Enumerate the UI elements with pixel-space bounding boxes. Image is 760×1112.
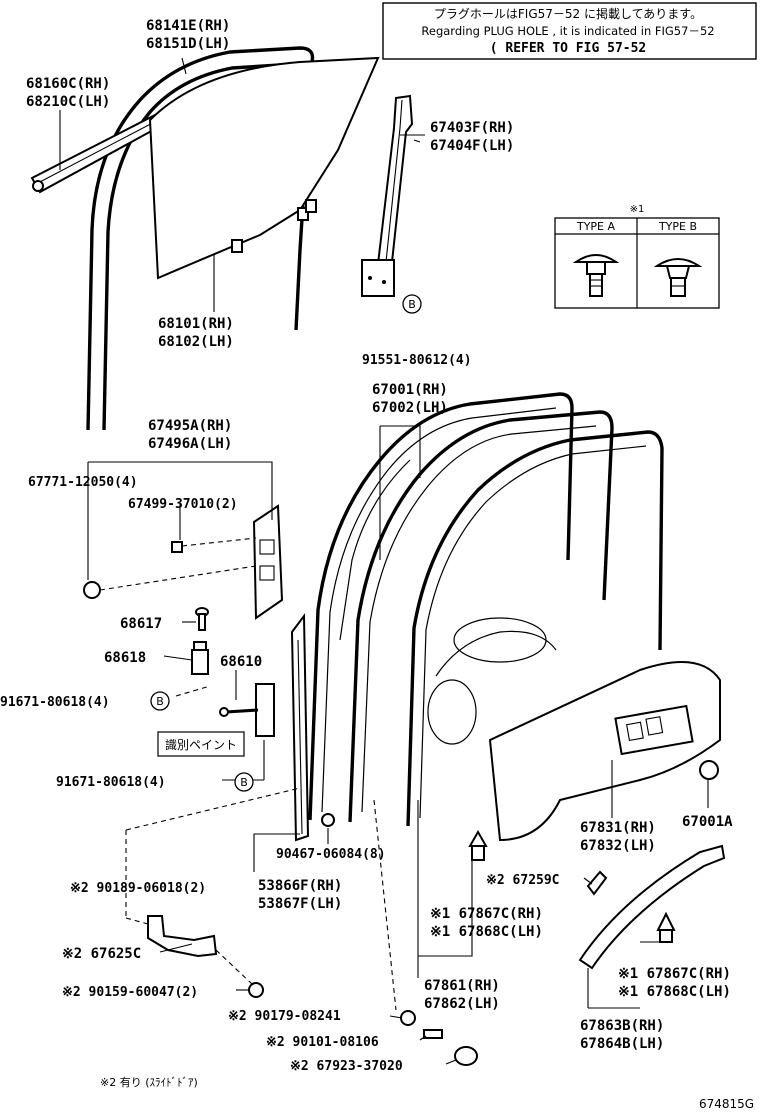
label-90101: ※2 90101-08106 xyxy=(266,1035,379,1050)
label-67259c: ※2 67259C xyxy=(486,873,560,888)
label-67404f: 67404F(LH) xyxy=(430,138,514,154)
label-67867c-upper: ※1 67867C(RH) xyxy=(430,906,543,922)
label-67496a: 67496A(LH) xyxy=(148,436,232,452)
label-53867f: 53867F(LH) xyxy=(258,896,342,912)
identification-paint-box: 識別ペイント xyxy=(157,731,245,757)
bolt-90101 xyxy=(423,1029,443,1039)
callout-b-2: B xyxy=(150,691,170,711)
cap-67923 xyxy=(454,1046,478,1066)
label-67864b: 67864B(LH) xyxy=(580,1036,664,1052)
notice-line-2: Regarding PLUG HOLE , it is indicated in… xyxy=(421,24,714,38)
label-68617: 68617 xyxy=(120,616,162,632)
callout-b-3: B xyxy=(234,772,254,792)
label-91671-lower: 91671-80618(4) xyxy=(56,775,166,790)
label-67495a: 67495A(RH) xyxy=(148,418,232,434)
type-b-label: TYPE B xyxy=(658,220,697,233)
label-67002: 67002(LH) xyxy=(372,400,448,416)
label-68160c: 68160C(RH) xyxy=(26,76,110,92)
clip-90467 xyxy=(321,813,335,827)
label-91551: 91551-80612(4) xyxy=(362,353,472,368)
label-90179: ※2 90179-08241 xyxy=(228,1009,341,1024)
nut-90179 xyxy=(400,1010,416,1026)
label-67923: ※2 67923-37020 xyxy=(290,1059,403,1074)
door-glass xyxy=(148,56,380,280)
label-53866f: 53866F(RH) xyxy=(258,878,342,894)
leader-lines xyxy=(59,57,709,1065)
label-68210c: 68210C(LH) xyxy=(26,94,110,110)
clip-67867c-lower xyxy=(656,911,676,943)
label-68101: 68101(RH) xyxy=(158,316,234,332)
label-90467: 90467-06084(8) xyxy=(276,847,386,862)
callout-b-2-text: B xyxy=(156,695,164,708)
label-67625c: ※2 67625C xyxy=(62,946,141,962)
label-67831: 67831(RH) xyxy=(580,820,656,836)
identification-paint-label: 識別ペイント xyxy=(165,738,237,752)
label-67499: 67499-37010(2) xyxy=(128,497,238,512)
label-67001a: 67001A xyxy=(682,814,733,830)
footnote: ※2 有り (ｽﾗｲﾄﾞﾄﾞｱ) xyxy=(100,1075,198,1089)
label-68141e: 68141E(RH) xyxy=(146,18,230,34)
door-panel-rh xyxy=(308,392,574,821)
hinge-bolt xyxy=(195,607,209,631)
label-67771: 67771-12050(4) xyxy=(28,475,138,490)
label-68610: 68610 xyxy=(220,654,262,670)
label-67403f: 67403F(RH) xyxy=(430,120,514,136)
label-68151d: 68151D(LH) xyxy=(146,36,230,52)
type-table-marker: ※1 xyxy=(630,204,645,215)
hinge-plate xyxy=(83,504,284,620)
label-91671-upper: 91671-80618(4) xyxy=(0,695,110,710)
lower-weatherstrip xyxy=(578,844,726,970)
notice-box: プラグホールはFIG57－52 に掲載してあります。 Regarding PLU… xyxy=(382,2,757,60)
notice-line-1: プラグホールはFIG57－52 に掲載してあります。 xyxy=(434,6,702,21)
callout-b-1-text: B xyxy=(408,298,416,311)
callout-b-1: B xyxy=(402,294,422,314)
glass-run-channel xyxy=(86,46,315,431)
type-b-clip-icon xyxy=(653,258,703,297)
door-hinge xyxy=(191,641,209,675)
label-67862: 67862(LH) xyxy=(424,996,500,1012)
figure-code: 674815G xyxy=(699,1097,754,1111)
door-trim-panel xyxy=(488,661,721,842)
door-inner-frame xyxy=(406,430,664,827)
clip-67867c-upper xyxy=(468,829,488,861)
label-67001: 67001(RH) xyxy=(372,382,448,398)
screw-90159 xyxy=(248,982,264,998)
type-a-clip-icon xyxy=(572,254,620,297)
label-90159: ※2 90159-60047(2) xyxy=(62,985,198,1000)
label-67832: 67832(LH) xyxy=(580,838,656,854)
part-labels: 68141E(RH) 68151D(LH) 68160C(RH) 68210C(… xyxy=(0,18,754,1111)
door-edge-seal xyxy=(290,613,310,842)
rear-glass-channel xyxy=(361,94,414,297)
label-90189: ※2 90189-06018(2) xyxy=(70,881,206,896)
slide-bracket xyxy=(147,915,218,958)
label-67867c-lower: ※1 67867C(RH) xyxy=(618,966,731,982)
notice-line-3: ( REFER TO FIG 57-52 xyxy=(490,41,647,56)
label-68102: 68102(LH) xyxy=(158,334,234,350)
type-a-label: TYPE A xyxy=(576,220,616,233)
moulding-67259c xyxy=(586,870,608,896)
label-68618: 68618 xyxy=(104,650,146,666)
clip-type-table: ※1 TYPE A TYPE B xyxy=(554,204,720,309)
door-panel-lh xyxy=(348,410,614,823)
label-67868c-lower: ※1 67868C(LH) xyxy=(618,984,731,1000)
door-check-arm xyxy=(219,683,275,737)
label-67863b: 67863B(RH) xyxy=(580,1018,664,1034)
label-67861: 67861(RH) xyxy=(424,978,500,994)
callout-b-3-text: B xyxy=(240,776,248,789)
cap-67001a xyxy=(699,760,719,780)
label-67868c-upper: ※1 67868C(LH) xyxy=(430,924,543,940)
